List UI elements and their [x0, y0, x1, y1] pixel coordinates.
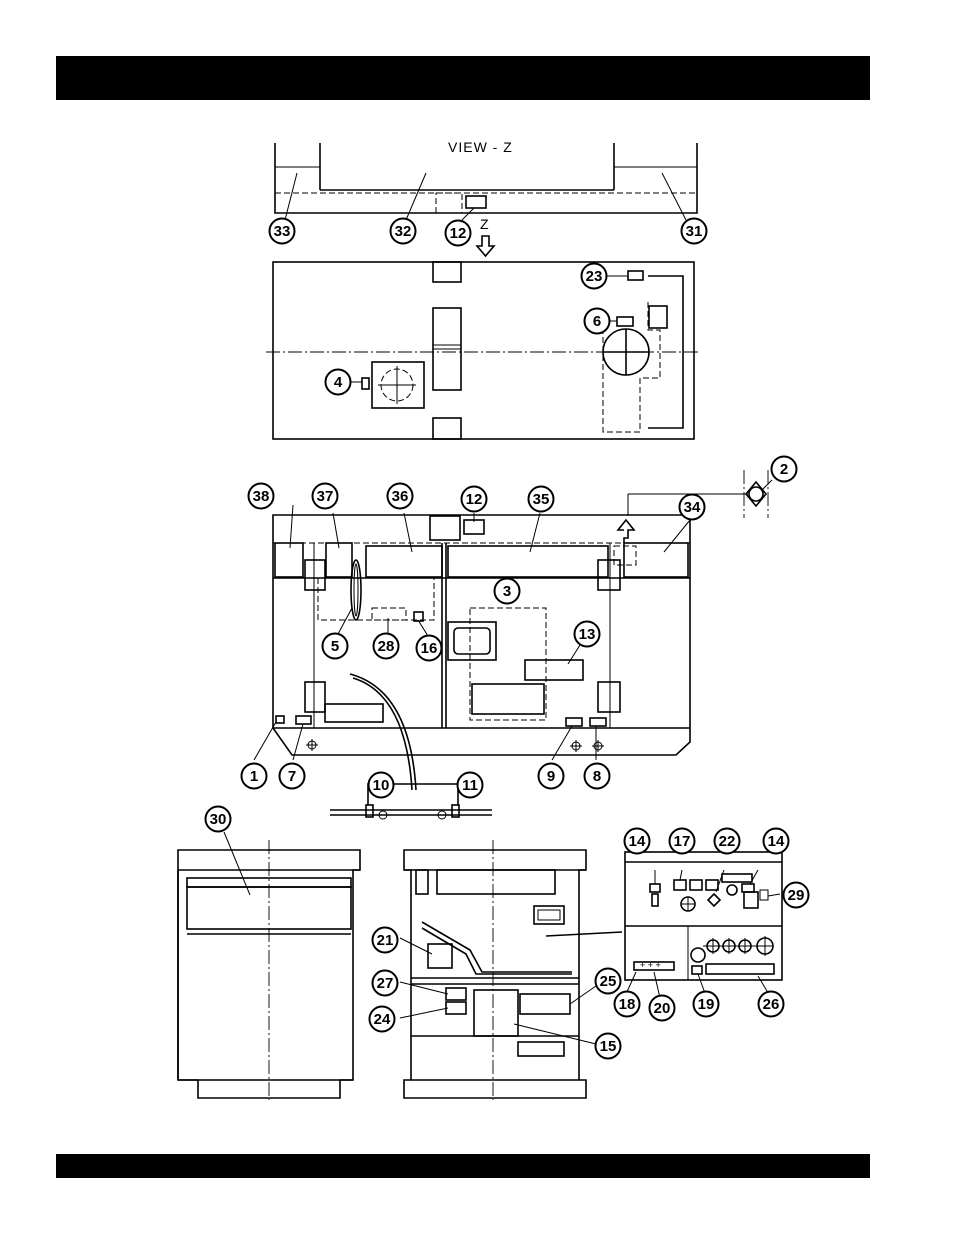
svg-text:18: 18 — [619, 996, 636, 1013]
svg-text:6: 6 — [593, 313, 601, 330]
callout-1: 1 — [242, 764, 267, 789]
callout-10: 10 — [369, 773, 394, 798]
callout-6: 6 — [585, 309, 610, 334]
svg-text:33: 33 — [274, 223, 291, 240]
callout-3: 3 — [495, 579, 520, 604]
callout-28: 28 — [374, 634, 399, 659]
callout-4: 4 — [326, 370, 351, 395]
callout-36: 36 — [388, 484, 413, 509]
callout-18: 18 — [615, 992, 640, 1017]
control-panel-detail: + + + — [625, 852, 782, 998]
callout-34: 34 — [680, 495, 705, 520]
callout-24: 24 — [370, 1007, 395, 1032]
svg-text:35: 35 — [533, 491, 550, 508]
svg-text:3: 3 — [503, 583, 511, 600]
svg-text:27: 27 — [377, 975, 394, 992]
callout-25: 25 — [596, 969, 621, 994]
callout-32: 32 — [391, 219, 416, 244]
callout-14: 14 — [625, 829, 650, 854]
callout-30: 30 — [206, 807, 231, 832]
callout-20: 20 — [650, 996, 675, 1021]
front-view-panel — [178, 832, 360, 1100]
callout-38: 38 — [249, 484, 274, 509]
svg-text:16: 16 — [421, 640, 438, 657]
callout-35: 35 — [529, 487, 554, 512]
callout-7: 7 — [280, 764, 305, 789]
svg-text:20: 20 — [654, 1000, 671, 1017]
rear-view-panel — [400, 840, 622, 1100]
svg-text:14: 14 — [629, 833, 646, 850]
svg-text:Z: Z — [480, 216, 490, 232]
svg-text:12: 12 — [450, 225, 467, 242]
view-z-label: VIEW - Z — [448, 139, 513, 155]
top-view-panel — [266, 262, 700, 439]
svg-text:36: 36 — [392, 488, 409, 505]
callout-37: 37 — [313, 484, 338, 509]
callout-22: 22 — [715, 829, 740, 854]
svg-text:38: 38 — [253, 488, 270, 505]
callout-23: 23 — [582, 264, 607, 289]
callout-11: 11 — [458, 773, 483, 798]
svg-text:23: 23 — [586, 268, 603, 285]
svg-text:21: 21 — [377, 932, 394, 949]
svg-text:14: 14 — [768, 833, 785, 850]
callout-13: 13 — [575, 622, 600, 647]
callout-8: 8 — [585, 764, 610, 789]
callout-27: 27 — [373, 971, 398, 996]
callout-21: 21 — [373, 928, 398, 953]
svg-text:26: 26 — [763, 996, 780, 1013]
svg-text:10: 10 — [373, 777, 390, 794]
svg-text:+ + +: + + + — [640, 960, 661, 970]
svg-text:1: 1 — [250, 768, 258, 785]
svg-text:31: 31 — [686, 223, 703, 240]
svg-text:4: 4 — [334, 374, 343, 391]
svg-text:28: 28 — [378, 638, 395, 655]
callout-19: 19 — [694, 992, 719, 1017]
callout-15: 15 — [596, 1034, 621, 1059]
callout-17: 17 — [670, 829, 695, 854]
svg-text:5: 5 — [331, 638, 339, 655]
callout-9: 9 — [539, 764, 564, 789]
svg-text:9: 9 — [547, 768, 555, 785]
svg-text:15: 15 — [600, 1038, 617, 1055]
svg-text:17: 17 — [674, 833, 691, 850]
svg-text:29: 29 — [788, 887, 805, 904]
svg-text:8: 8 — [593, 768, 601, 785]
callout-2: 2 — [772, 457, 797, 482]
callout-12: 12 — [446, 221, 471, 246]
callout-16: 16 — [417, 636, 442, 661]
svg-text:12: 12 — [466, 491, 483, 508]
svg-text:13: 13 — [579, 626, 596, 643]
callout-5: 5 — [323, 634, 348, 659]
view-z-panel: VIEW - Z — [275, 139, 697, 220]
callout-33: 33 — [270, 219, 295, 244]
callout-26: 26 — [759, 992, 784, 1017]
svg-text:7: 7 — [288, 768, 296, 785]
callout-31: 31 — [682, 219, 707, 244]
svg-text:2: 2 — [780, 461, 788, 478]
svg-text:25: 25 — [600, 973, 617, 990]
z-arrow: Z — [477, 216, 494, 256]
svg-text:32: 32 — [395, 223, 412, 240]
svg-text:24: 24 — [374, 1011, 391, 1028]
svg-text:30: 30 — [210, 811, 227, 828]
callout-12: 12 — [462, 487, 487, 512]
callout-14: 14 — [764, 829, 789, 854]
svg-text:19: 19 — [698, 996, 715, 1013]
svg-text:22: 22 — [719, 833, 736, 850]
callout-29: 29 — [784, 883, 809, 908]
svg-text:34: 34 — [684, 499, 701, 516]
svg-text:37: 37 — [317, 488, 334, 505]
svg-text:11: 11 — [462, 777, 478, 794]
